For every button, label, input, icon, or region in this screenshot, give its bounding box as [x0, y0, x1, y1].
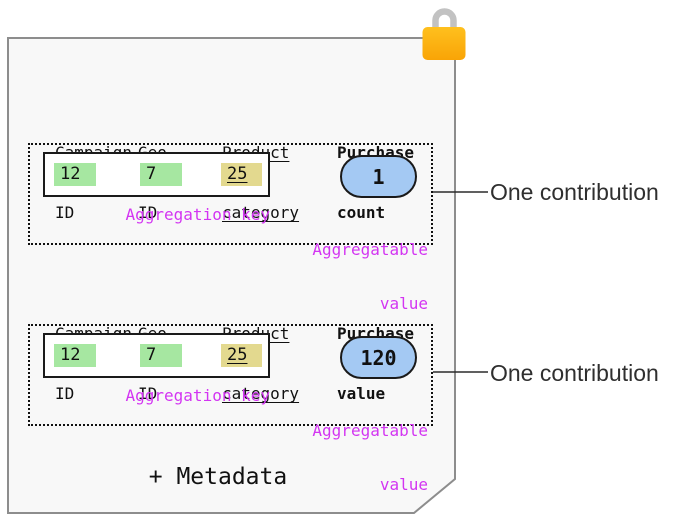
contribution-section-2: Campaign ID Geo ID Product category Purc…: [0, 284, 700, 494]
aggregatable-value-label: Aggregatable value: [312, 205, 428, 349]
value-label-line: value: [379, 294, 428, 313]
contribution-section-1: Campaign ID Geo ID Product category Purc…: [0, 103, 700, 313]
geo-id-cell: 7: [140, 163, 182, 186]
header-line: category: [222, 384, 300, 403]
geo-id-cell: 7: [140, 344, 182, 367]
aggregation-key-label: Aggregation key: [125, 205, 271, 224]
aggregatable-value-pill: 1: [340, 155, 417, 198]
header-line: value: [337, 384, 386, 403]
header-line: ID: [55, 384, 75, 403]
header-line: ID: [138, 203, 158, 222]
header-line: ID: [55, 203, 75, 222]
one-contribution-label: One contribution: [490, 179, 659, 205]
value-label-line: Aggregatable: [312, 421, 428, 440]
aggregation-key-box: 12 7 25: [43, 333, 270, 378]
aggregation-key-box: 12 7 25: [43, 152, 270, 197]
lock-icon: [422, 8, 466, 60]
one-contribution-label: One contribution: [490, 360, 659, 386]
aggregatable-value-pill: 120: [340, 336, 417, 379]
header-line: category: [222, 203, 300, 222]
header-line: ID: [138, 384, 158, 403]
value-label-line: Aggregatable: [312, 240, 428, 259]
aggregatable-value-label: Aggregatable value: [312, 386, 428, 524]
lock-shackle: [432, 8, 457, 30]
metadata-label: + Metadata: [148, 464, 288, 490]
aggregation-key-label: Aggregation key: [125, 386, 271, 405]
lock-body: [422, 27, 466, 60]
contribution-boundary: [28, 324, 433, 426]
product-category-cell: 25: [221, 163, 262, 186]
campaign-id-cell: 12: [54, 163, 96, 186]
product-category-cell: 25: [221, 344, 262, 367]
header-line: count: [337, 203, 386, 222]
value-label-line: value: [379, 475, 428, 494]
contribution-boundary: [28, 143, 433, 245]
campaign-id-cell: 12: [54, 344, 96, 367]
